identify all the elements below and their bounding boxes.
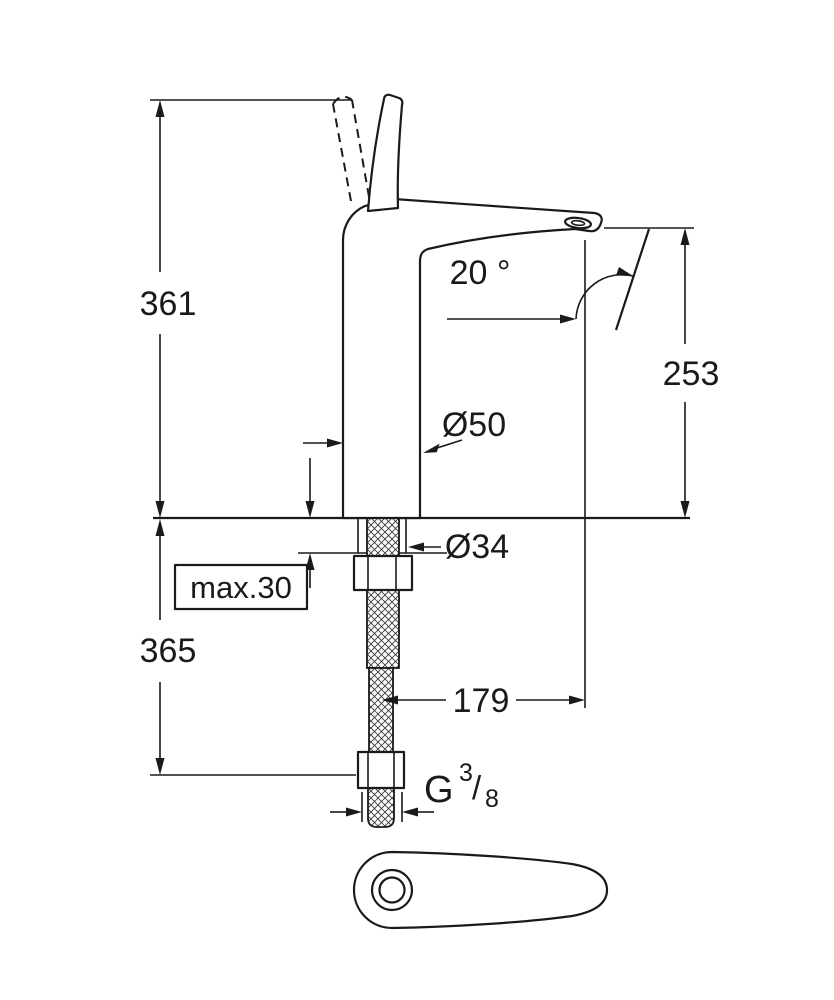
- dia-34-arrow: [408, 542, 424, 552]
- max-30-box: [173, 563, 309, 611]
- flexible-hose-upper: [368, 667, 394, 753]
- dia-34-label: Ø34: [445, 528, 509, 566]
- thread-g38: G 3 / 8: [330, 759, 499, 822]
- dim-361: 361: [140, 99, 352, 518]
- dim-361-arrow-up: [155, 100, 165, 117]
- g38-numerator: 3: [459, 759, 473, 787]
- dim-253-arrow-down: [680, 501, 690, 518]
- max-30-arrow-down: [305, 501, 315, 518]
- max-30-label: max.30: [190, 570, 292, 605]
- dia-34: Ø34: [408, 528, 509, 566]
- dim-253-arrow-up: [680, 228, 690, 245]
- dim-365: 365: [140, 519, 356, 776]
- water-stream-line: [614, 228, 651, 331]
- lever-handle-upright: [366, 93, 404, 213]
- dim-361-label: 361: [140, 285, 197, 323]
- dia-50-leader: [436, 439, 463, 449]
- max-30: max.30: [173, 458, 315, 611]
- lever-detail-outline: [352, 850, 609, 930]
- dim-179-arrow-right: [569, 695, 585, 705]
- threaded-shank: [366, 517, 400, 669]
- lever-detail-part: [352, 850, 609, 930]
- lever-hub-inner-ring: [378, 876, 406, 904]
- dim-179: 179: [382, 240, 586, 720]
- g38-left-arrow: [346, 807, 362, 817]
- mounting-nut-body: [352, 554, 414, 592]
- dim-253-label: 253: [663, 355, 720, 393]
- dashed-lever-tip: [332, 95, 353, 105]
- dim-361-arrow-down: [155, 501, 165, 518]
- faucet-body-outline: [341, 197, 603, 520]
- lever-hub-outer-ring: [370, 868, 414, 912]
- mounting-nut: [352, 554, 414, 592]
- angle-arrow-horizontal: [560, 314, 576, 324]
- dia-50-leader-arrow: [423, 443, 440, 453]
- hose-coupling-nut: [356, 750, 406, 790]
- aerator-inner: [570, 219, 586, 227]
- angle-annotation: 20 °: [447, 228, 651, 331]
- dashed-lever-right-edge: [351, 99, 370, 198]
- flexible-hose-lower: [367, 787, 395, 828]
- g38-denominator: 8: [485, 785, 499, 813]
- dia-50: Ø50: [303, 406, 506, 453]
- angle-arrow-stream: [616, 267, 633, 276]
- dim-253: 253: [604, 227, 720, 518]
- dim-179-arrow-left: [382, 695, 398, 705]
- dashed-lever-left-edge: [332, 103, 352, 202]
- g38-right-arrow: [402, 807, 418, 817]
- dim-179-label: 179: [453, 682, 510, 720]
- g38-prefix: G: [424, 769, 454, 811]
- g38-slash: /: [472, 769, 482, 806]
- dim-365-arrow-down: [155, 758, 165, 775]
- dim-365-label: 365: [140, 632, 197, 670]
- coupling-nut-body: [356, 750, 406, 790]
- dia-50-left-arrow: [327, 438, 343, 448]
- angle-label: 20 °: [450, 254, 511, 292]
- lever-handle-dashed-position: [332, 95, 370, 202]
- aerator-outlet: [563, 216, 593, 230]
- dia-50-label: Ø50: [442, 406, 506, 444]
- dim-365-arrow-up: [155, 519, 165, 536]
